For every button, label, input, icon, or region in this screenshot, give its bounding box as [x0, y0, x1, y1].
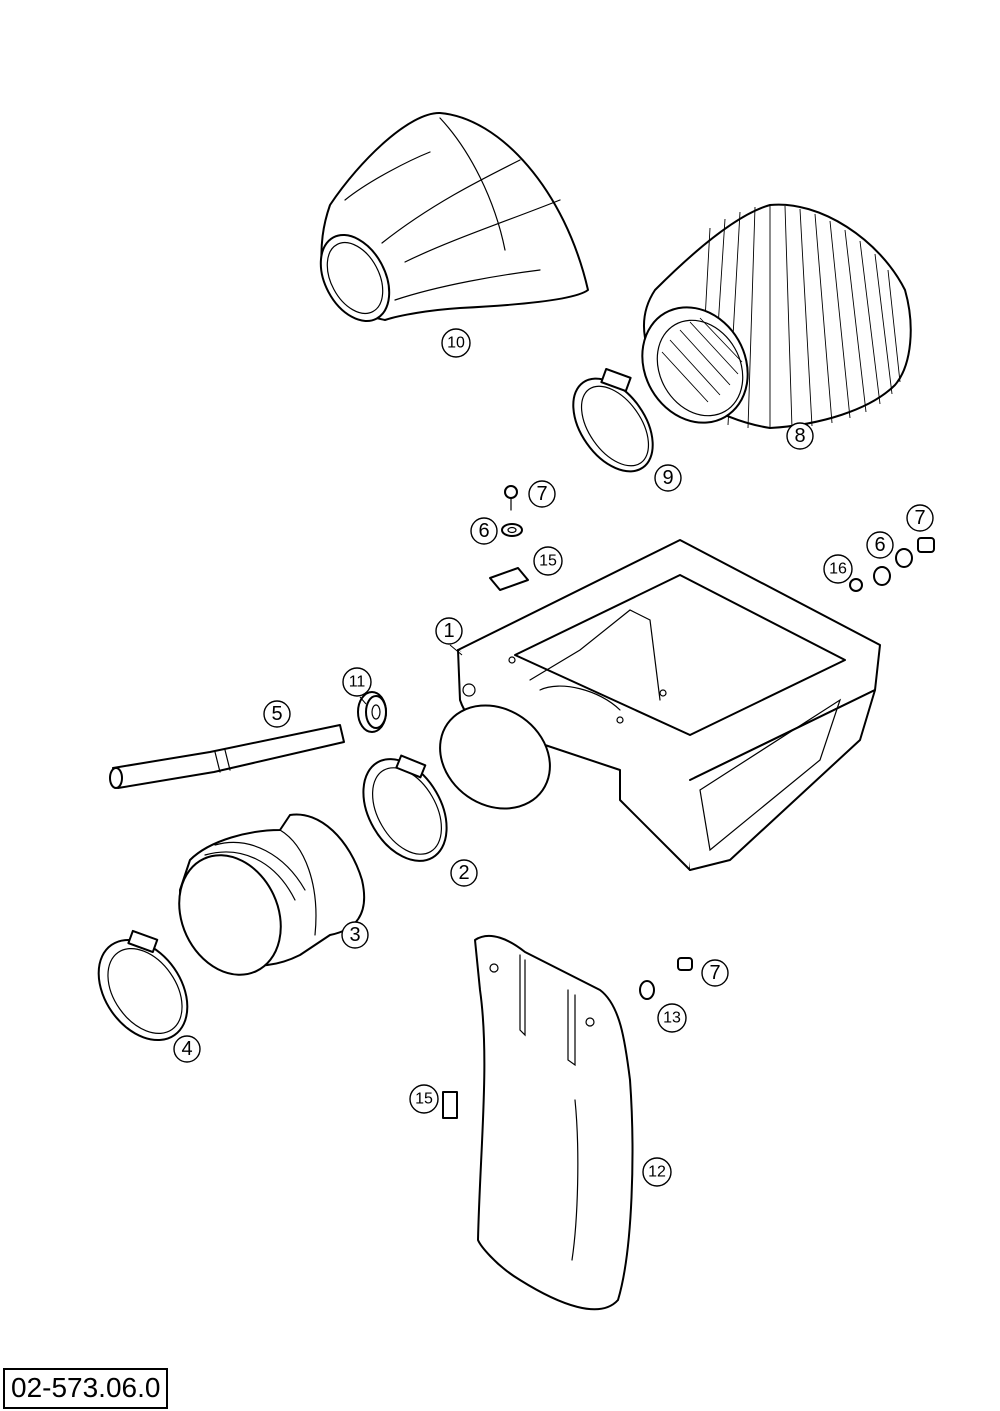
part-screw-7-lower[interactable] — [677, 957, 693, 971]
callout-15-lower: 15 — [409, 1084, 439, 1114]
callout-label: 3 — [349, 924, 360, 946]
part-mud-flap[interactable] — [474, 934, 634, 1311]
callout-label: 4 — [181, 1038, 192, 1060]
part-hose-clamp-4[interactable] — [80, 923, 205, 1057]
callout-label: 15 — [415, 1091, 433, 1108]
callout-8: 8 — [786, 422, 814, 450]
callout-15-top: 15 — [533, 546, 563, 576]
callout-label: 9 — [662, 467, 673, 489]
callout-12: 12 — [642, 1157, 672, 1187]
callout-label: 6 — [478, 520, 489, 542]
callout-label: 7 — [536, 483, 547, 505]
part-air-filter[interactable] — [622, 203, 912, 442]
part-airbox-housing[interactable] — [457, 539, 881, 871]
callout-3: 3 — [341, 921, 369, 949]
callout-5: 5 — [263, 700, 291, 728]
callout-11: 11 — [342, 667, 372, 697]
callout-label: 7 — [709, 962, 720, 984]
part-clip-15-lower[interactable] — [442, 1091, 458, 1119]
callout-2: 2 — [450, 859, 478, 887]
part-washer-6-right[interactable] — [873, 548, 913, 586]
leader-lines — [359, 644, 463, 705]
callout-7-top: 7 — [528, 480, 556, 508]
part-hose-clamp-9[interactable] — [557, 364, 669, 486]
part-intake-boot[interactable] — [160, 813, 366, 991]
callout-1: 1 — [435, 617, 463, 645]
callout-label: 12 — [648, 1164, 666, 1181]
callout-label: 11 — [349, 674, 366, 691]
part-grommet-11[interactable] — [357, 691, 387, 733]
callout-13: 13 — [657, 1003, 687, 1033]
callout-label: 7 — [914, 507, 925, 529]
callout-7-lower: 7 — [701, 959, 729, 987]
callout-label: 2 — [458, 862, 469, 884]
callout-9: 9 — [654, 464, 682, 492]
callout-6-right: 6 — [866, 531, 894, 559]
callout-6-top: 6 — [470, 517, 498, 545]
part-washer-6-top[interactable] — [501, 523, 523, 537]
callout-label: 1 — [443, 620, 454, 642]
callout-label: 15 — [539, 553, 557, 570]
callout-label: 5 — [271, 703, 282, 725]
part-nut-16[interactable] — [849, 578, 863, 592]
part-clip-15-top[interactable] — [489, 567, 529, 591]
callout-label: 6 — [874, 534, 885, 556]
part-hose-clamp-2[interactable] — [346, 744, 463, 875]
callout-16: 16 — [823, 554, 853, 584]
callout-4: 4 — [173, 1035, 201, 1063]
part-filter-cover[interactable] — [307, 111, 589, 333]
part-housing-intake-neck — [439, 704, 551, 810]
part-screw-7-right[interactable] — [917, 537, 935, 553]
callout-10: 10 — [441, 328, 471, 358]
figure-code-label: 02-573.06.0 — [3, 1368, 169, 1409]
callout-label: 16 — [829, 561, 847, 578]
part-washer-13[interactable] — [639, 980, 655, 1000]
callout-7-right: 7 — [906, 504, 934, 532]
part-screw-7-top[interactable] — [504, 485, 518, 511]
callout-label: 8 — [794, 425, 805, 447]
callout-label: 10 — [447, 335, 465, 352]
callout-label: 13 — [663, 1010, 681, 1027]
part-breather-hose[interactable] — [109, 724, 345, 789]
